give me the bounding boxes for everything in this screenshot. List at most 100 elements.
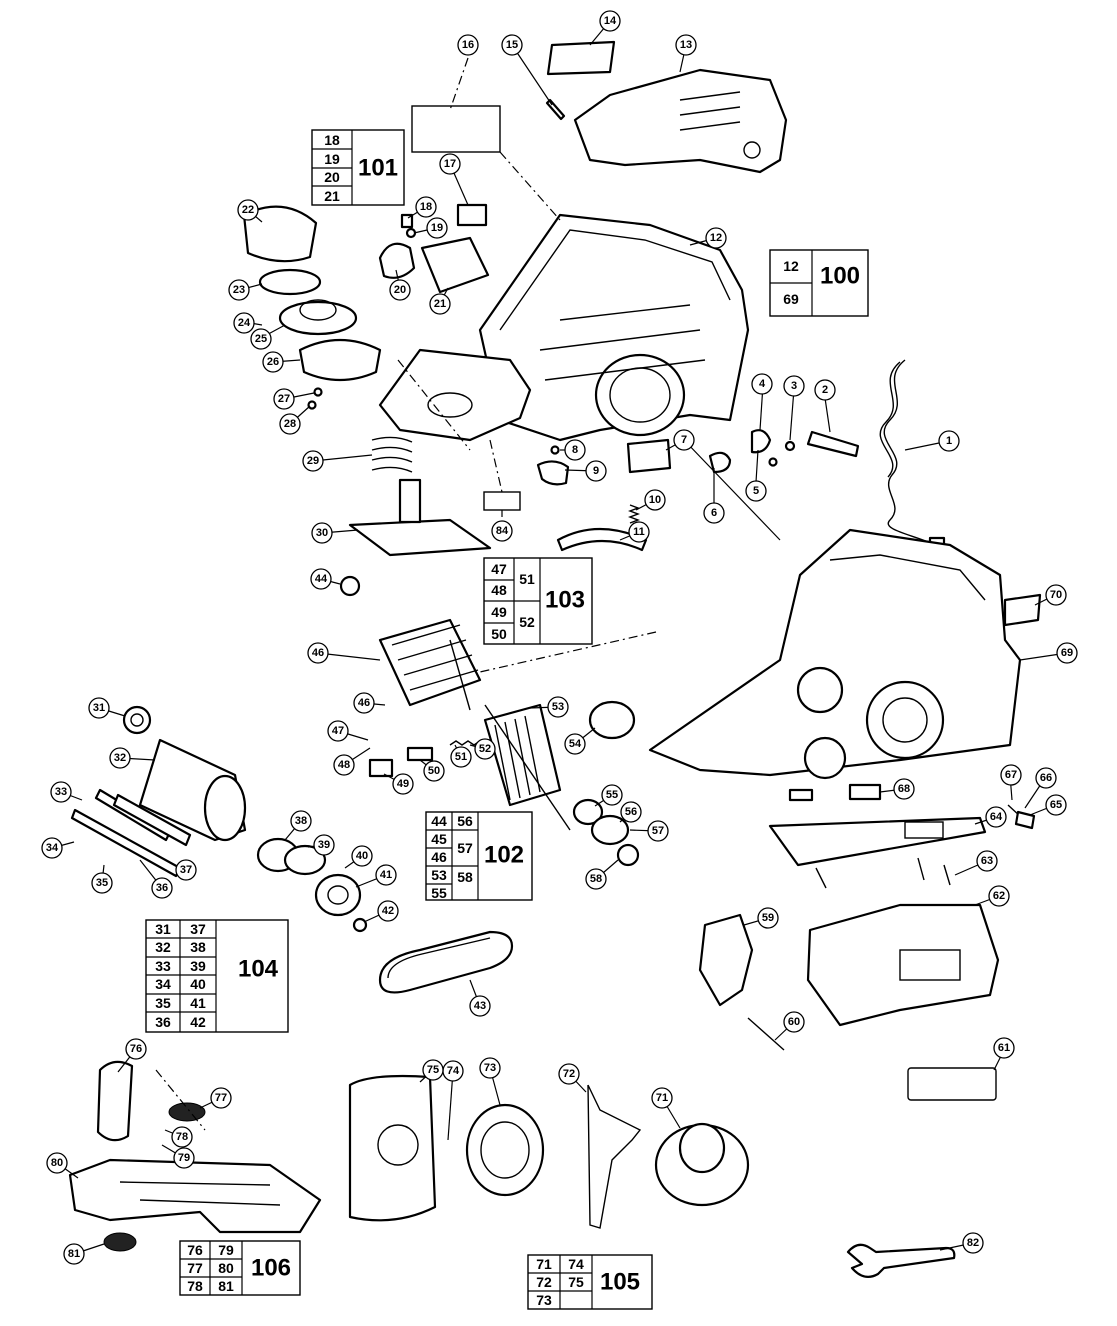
callout: 71 xyxy=(651,1087,673,1109)
callout: 37 xyxy=(175,859,197,881)
callout: 35 xyxy=(91,872,113,894)
callout-label: 51 xyxy=(455,751,467,763)
callout-label: 40 xyxy=(356,850,368,862)
callout-label: 53 xyxy=(552,701,564,713)
callout-label: 14 xyxy=(604,15,617,27)
table-cell: 21 xyxy=(324,188,340,204)
table-cell: 44 xyxy=(431,813,447,829)
callout-label: 10 xyxy=(649,494,661,506)
callout-label: 37 xyxy=(180,864,192,876)
assembly-lines xyxy=(155,57,657,1131)
callout-label: 17 xyxy=(444,158,456,170)
table-cell: 81 xyxy=(218,1278,234,1294)
group-table-100: 12 69 100 xyxy=(769,249,869,317)
table-cell: 50 xyxy=(491,626,507,642)
callout: 40 xyxy=(351,845,373,867)
callout-label: 21 xyxy=(434,298,446,310)
callout: 67 xyxy=(1000,764,1022,786)
callout-label: 56 xyxy=(625,806,637,818)
group-table-101: 18 19 20 21 101 xyxy=(311,129,405,206)
callout-label: 64 xyxy=(990,811,1003,823)
table-cell: 80 xyxy=(218,1260,234,1276)
callout: 77 xyxy=(210,1087,232,1109)
callout: 20 xyxy=(389,279,411,301)
callout-label: 33 xyxy=(55,786,67,798)
group-number: 101 xyxy=(358,155,398,182)
callout-label: 3 xyxy=(791,380,797,392)
callout: 4 xyxy=(751,373,773,395)
callout-label: 35 xyxy=(96,877,108,889)
callout-label: 47 xyxy=(332,725,344,737)
callout: 84 xyxy=(491,520,513,542)
callout: 63 xyxy=(976,850,998,872)
callout: 13 xyxy=(675,34,697,56)
callout-label: 54 xyxy=(569,738,582,750)
callout: 80 xyxy=(46,1152,68,1174)
callout-label: 77 xyxy=(215,1092,227,1104)
table-cell: 42 xyxy=(190,1014,206,1030)
table-cell: 53 xyxy=(431,867,447,883)
group-number: 105 xyxy=(600,1269,640,1296)
callout: 11 xyxy=(628,521,650,543)
callout-label: 24 xyxy=(238,317,251,329)
table-cell: 39 xyxy=(190,958,206,974)
callout-label: 66 xyxy=(1040,772,1052,784)
table-cell: 48 xyxy=(491,582,507,598)
callout: 79 xyxy=(173,1147,195,1169)
callout: 48 xyxy=(333,754,355,776)
table-cell: 46 xyxy=(431,849,447,865)
table-cell: 76 xyxy=(187,1242,203,1258)
callout-label: 50 xyxy=(428,765,440,777)
table-cell: 20 xyxy=(324,169,340,185)
table-cell: 41 xyxy=(190,995,206,1011)
callout: 73 xyxy=(479,1057,501,1079)
callout: 42 xyxy=(377,900,399,922)
callout: 81 xyxy=(63,1243,85,1265)
callout: 70 xyxy=(1045,584,1067,606)
callout-label: 62 xyxy=(993,890,1005,902)
table-cell: 36 xyxy=(155,1014,171,1030)
callout: 57 xyxy=(647,820,669,842)
callout: 76 xyxy=(125,1038,147,1060)
table-cell: 78 xyxy=(187,1278,203,1294)
callout: 46 xyxy=(307,642,329,664)
callout-label: 36 xyxy=(156,882,168,894)
callout: 16 xyxy=(457,34,479,56)
callout: 33 xyxy=(50,781,72,803)
callout: 29 xyxy=(302,450,324,472)
group-number: 102 xyxy=(484,842,524,869)
table-cell: 75 xyxy=(568,1274,584,1290)
group-table-105: 71 72 73 74 75 105 xyxy=(527,1254,653,1310)
callout-label: 71 xyxy=(656,1092,668,1104)
callout-label: 18 xyxy=(420,201,432,213)
callout-label: 61 xyxy=(998,1042,1010,1054)
callout-label: 52 xyxy=(479,743,491,755)
table-cell: 35 xyxy=(155,995,171,1011)
callout: 6 xyxy=(703,502,725,524)
callout-label: 9 xyxy=(593,465,599,477)
callout: 5 xyxy=(745,480,767,502)
callout-label: 22 xyxy=(242,204,254,216)
callout: 10 xyxy=(644,489,666,511)
table-cell: 31 xyxy=(155,921,171,937)
callout-label: 46 xyxy=(312,647,324,659)
callout-label: 72 xyxy=(563,1068,575,1080)
callout: 17 xyxy=(439,153,461,175)
callout: 65 xyxy=(1045,794,1067,816)
table-cell: 52 xyxy=(519,614,535,630)
table-cell: 34 xyxy=(155,976,171,992)
callout: 14 xyxy=(599,10,621,32)
callout-label: 13 xyxy=(680,39,692,51)
table-cell: 73 xyxy=(536,1292,552,1308)
callout-label: 27 xyxy=(278,393,290,405)
callout-label: 57 xyxy=(652,825,664,837)
callout-label: 75 xyxy=(427,1064,439,1076)
callout: 52 xyxy=(474,738,496,760)
callout-label: 12 xyxy=(710,232,722,244)
callout-label: 16 xyxy=(462,39,474,51)
callout-label: 8 xyxy=(572,444,578,456)
group-table-103: 47 48 49 50 51 52 103 xyxy=(483,557,593,645)
table-cell: 38 xyxy=(190,939,206,955)
table-cell: 32 xyxy=(155,939,171,955)
